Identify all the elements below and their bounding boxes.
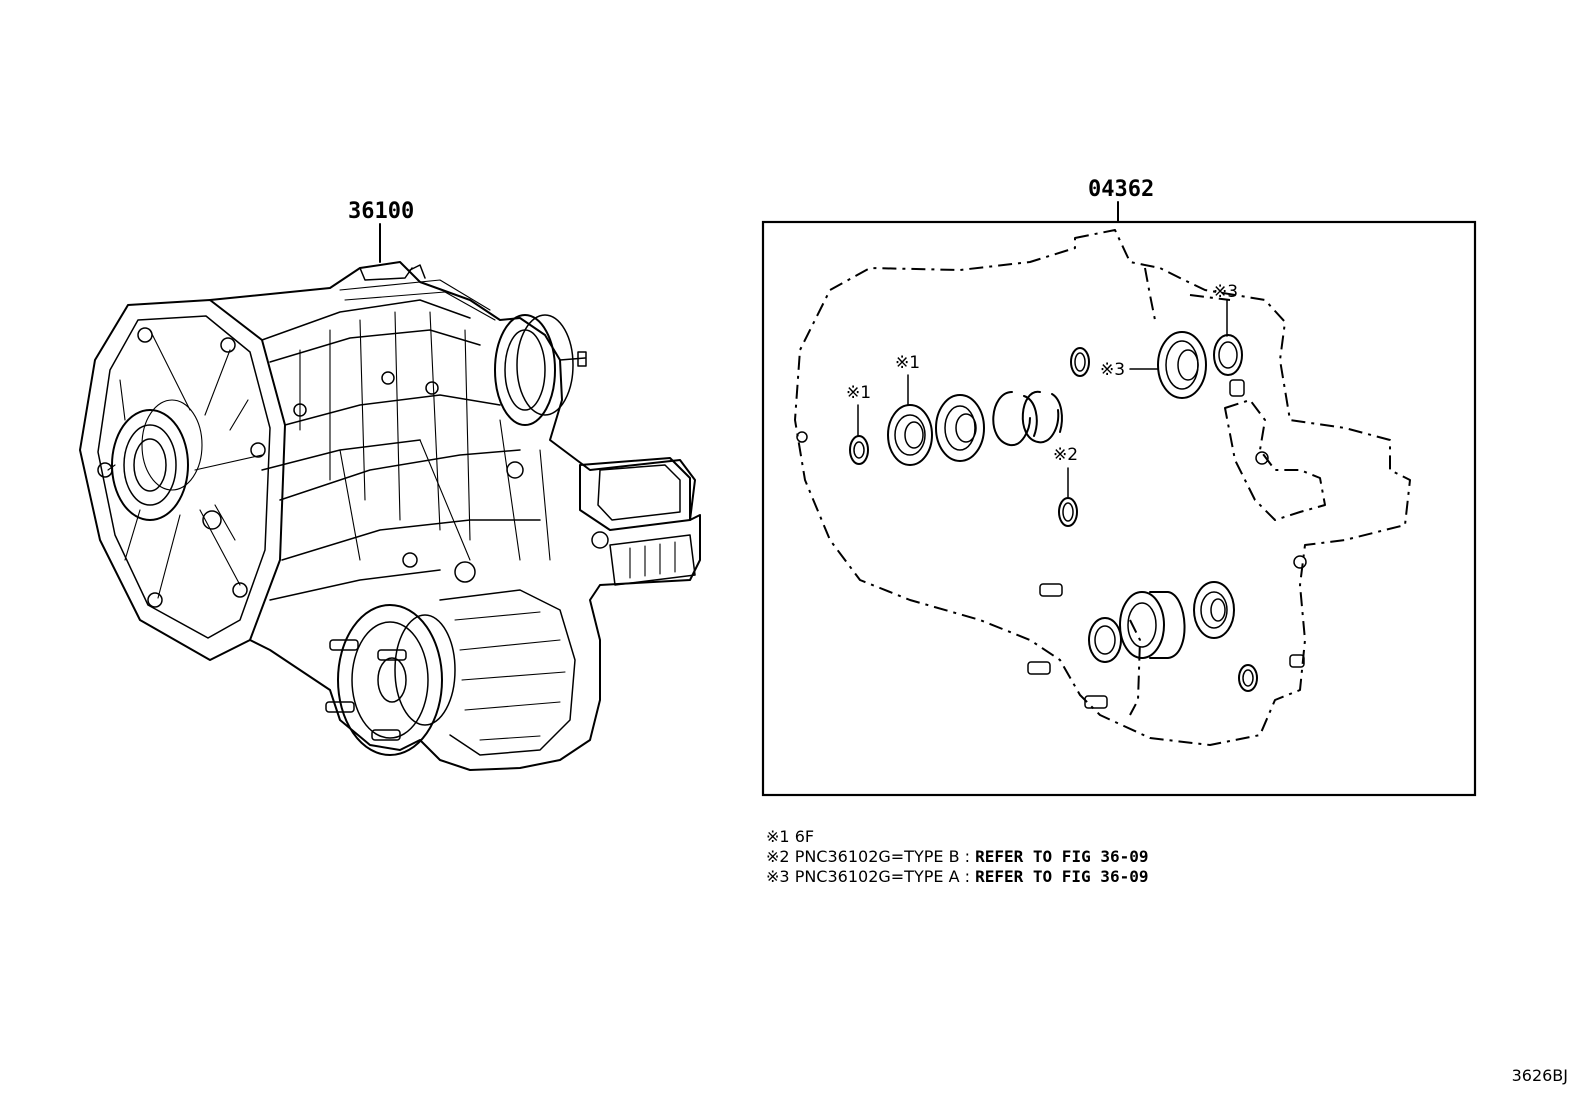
mark-3-left: ※3	[1100, 360, 1125, 380]
mark-1-left: ※1	[846, 383, 871, 403]
lower-seal-left	[1088, 617, 1122, 663]
case-gasket-outline	[794, 229, 1411, 746]
lower-seal-right	[1193, 581, 1235, 639]
kit-frame	[761, 220, 1477, 797]
transfer-assembly-drawing	[79, 223, 701, 771]
lower-ring-small	[1238, 664, 1258, 692]
lower-bearing	[1119, 591, 1186, 659]
snap-rings	[992, 390, 1063, 447]
figure-code: 3626BJ	[1511, 1066, 1568, 1085]
note-1: ※1 6F	[766, 827, 814, 846]
note-1-mark: ※1	[766, 827, 790, 846]
mark-2: ※2	[1053, 445, 1078, 465]
o-ring-top	[1070, 347, 1090, 377]
bearing	[935, 394, 985, 462]
seal-small-1	[849, 435, 869, 465]
mark-1-upper: ※1	[895, 353, 920, 373]
note-3: ※3 PNC36102G=TYPE A : REFER TO FIG 36-09	[766, 867, 1148, 886]
dowel-pins	[796, 379, 1307, 709]
note-1-text: 6F	[794, 827, 815, 846]
assembly-part-number: 36100	[348, 199, 414, 224]
note-3-reference[interactable]: REFER TO FIG 36-09	[975, 867, 1149, 886]
note-2-reference[interactable]: REFER TO FIG 36-09	[975, 847, 1149, 866]
note-2-text: PNC36102G=TYPE B :	[794, 847, 976, 866]
oil-seal-1	[887, 404, 933, 466]
oil-seal-3-small	[1213, 334, 1243, 376]
note-2-mark: ※2	[766, 847, 790, 866]
note-3-text: PNC36102G=TYPE A :	[794, 867, 976, 886]
o-ring-2	[1058, 497, 1078, 527]
note-2: ※2 PNC36102G=TYPE B : REFER TO FIG 36-09	[766, 847, 1149, 866]
mark-3-top: ※3	[1213, 282, 1238, 302]
note-3-mark: ※3	[766, 867, 790, 886]
oil-seal-3-large	[1157, 331, 1207, 399]
kit-part-number: 04362	[1088, 177, 1154, 202]
